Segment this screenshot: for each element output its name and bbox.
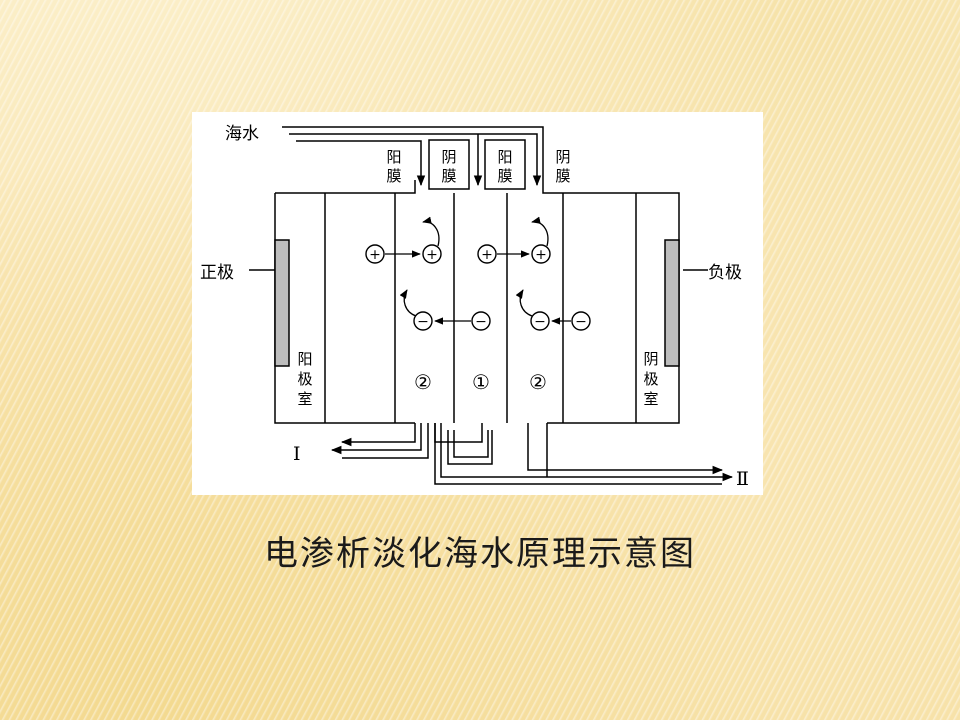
anode-chamber-label-1: 阳	[297, 350, 312, 368]
cathode-chamber-label-1: 阴	[643, 350, 658, 368]
anion-2-sign: −	[475, 314, 487, 330]
anion-blocked-arrow-1	[399, 289, 417, 317]
cathode-chamber-label-2: 极	[643, 370, 658, 388]
zone-middle-label: ①	[472, 370, 490, 394]
anode-electrode	[274, 239, 290, 367]
outlet-ii-label: Ⅱ	[736, 468, 749, 490]
middle-outlet-box	[434, 423, 483, 443]
anion-1-sign: −	[417, 314, 429, 330]
outlet-pipe-i-3	[342, 423, 429, 459]
outlet-pipe-ii-3	[527, 423, 724, 475]
electrodialysis-diagram: + + + + − − − − 海水 正极 负极 阳 膜 阴 膜 阳 膜 阴 膜…	[200, 124, 749, 490]
outlet-pipe-ii-2	[440, 423, 734, 482]
membrane-2-label-box	[428, 139, 470, 190]
membrane-2-label-bottom: 膜	[441, 167, 456, 185]
cation-1	[365, 244, 385, 264]
outlet-i-label: Ⅰ	[293, 443, 301, 465]
diagram-panel: + + + + − − − − 海水 正极 负极 阳 膜 阴 膜 阳 膜 阴 膜…	[192, 112, 763, 495]
membrane-4-label-top: 阴	[555, 148, 570, 166]
cathode-chamber-label-3: 室	[643, 390, 658, 408]
cation-2-sign: +	[426, 247, 438, 263]
cation-3	[477, 244, 497, 264]
anion-1	[413, 311, 433, 331]
zone-left-label: ②	[414, 370, 432, 394]
middle-outlet-line-2	[453, 430, 489, 458]
cation-blocked-arrow-2	[531, 216, 549, 247]
anion-4	[571, 311, 591, 331]
membrane-1-label-top: 阳	[386, 148, 401, 166]
seawater-pipe-2	[289, 133, 542, 187]
seawater-pipe-1	[282, 126, 544, 180]
zone-right-label: ②	[529, 370, 547, 394]
anode-chamber-label-3: 室	[297, 390, 312, 408]
anode-label: 正极	[200, 263, 234, 283]
membrane-4-label-bottom: 膜	[555, 167, 570, 185]
cathode-electrode	[664, 239, 680, 367]
cation-4-sign: +	[535, 247, 547, 263]
membrane-3-label-bottom: 膜	[497, 167, 512, 185]
seawater-label: 海水	[225, 124, 259, 144]
anode-chamber-label-2: 极	[297, 370, 312, 388]
cation-1-sign: +	[369, 247, 381, 263]
slide-caption: 电渗析淡化海水原理示意图	[264, 534, 696, 574]
cation-2	[422, 244, 442, 264]
membrane-1-label-bottom: 膜	[386, 167, 401, 185]
cation-3-sign: +	[481, 247, 493, 263]
cation-blocked-arrow-1	[422, 216, 440, 247]
membrane-3-label-box	[484, 139, 526, 190]
outlet-pipe-ii-1	[434, 423, 722, 485]
cathode-label: 负极	[708, 263, 742, 283]
cation-4	[531, 244, 551, 264]
membrane-3-label-top: 阳	[497, 148, 512, 166]
outlet-pipe-i-1	[340, 423, 416, 447]
outlet-pipe-i-2	[330, 423, 422, 455]
membrane-2-label-top: 阴	[441, 148, 456, 166]
anion-blocked-arrow-2	[515, 289, 533, 317]
anion-2	[471, 311, 491, 331]
anion-4-sign: −	[575, 314, 587, 330]
seawater-pipe-3	[296, 140, 426, 187]
anion-3	[530, 311, 550, 331]
middle-outlet-line-1	[447, 430, 493, 465]
anion-3-sign: −	[534, 314, 546, 330]
